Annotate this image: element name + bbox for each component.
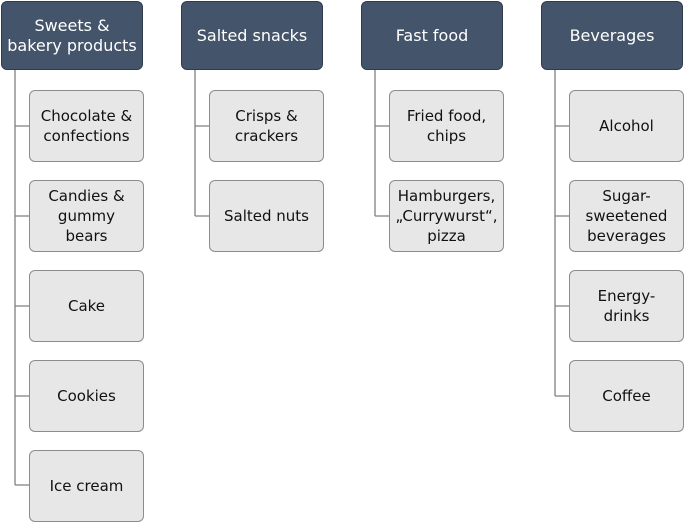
item-cake: Cake — [29, 270, 144, 342]
connector-fastfood — [374, 70, 389, 217]
item-crisps-crackers: Crisps & crackers — [209, 90, 324, 162]
item-fried-food-chips: Fried food, chips — [389, 90, 504, 162]
item-cookies: Cookies — [29, 360, 144, 432]
item-energy-drinks: Energy-drinks — [569, 270, 684, 342]
connector-beverages — [554, 70, 569, 397]
category-header-sweets-bakery: Sweets & bakery products — [1, 1, 143, 70]
category-header-salted-snacks: Salted snacks — [181, 1, 323, 70]
category-header-fast-food: Fast food — [361, 1, 503, 70]
item-coffee: Coffee — [569, 360, 684, 432]
item-hamburgers-currywurst-pizza: Hamburgers, „Currywurst“, pizza — [389, 180, 504, 252]
item-alcohol: Alcohol — [569, 90, 684, 162]
connector-sweets — [14, 70, 29, 486]
connector-salted — [194, 70, 209, 217]
item-candies-gummy-bears: Candies & gummy bears — [29, 180, 144, 252]
item-sugar-sweetened-beverages: Sugar-sweetened beverages — [569, 180, 684, 252]
item-ice-cream: Ice cream — [29, 450, 144, 522]
item-salted-nuts: Salted nuts — [209, 180, 324, 252]
item-chocolate-confections: Chocolate & confections — [29, 90, 144, 162]
category-header-beverages: Beverages — [541, 1, 683, 70]
